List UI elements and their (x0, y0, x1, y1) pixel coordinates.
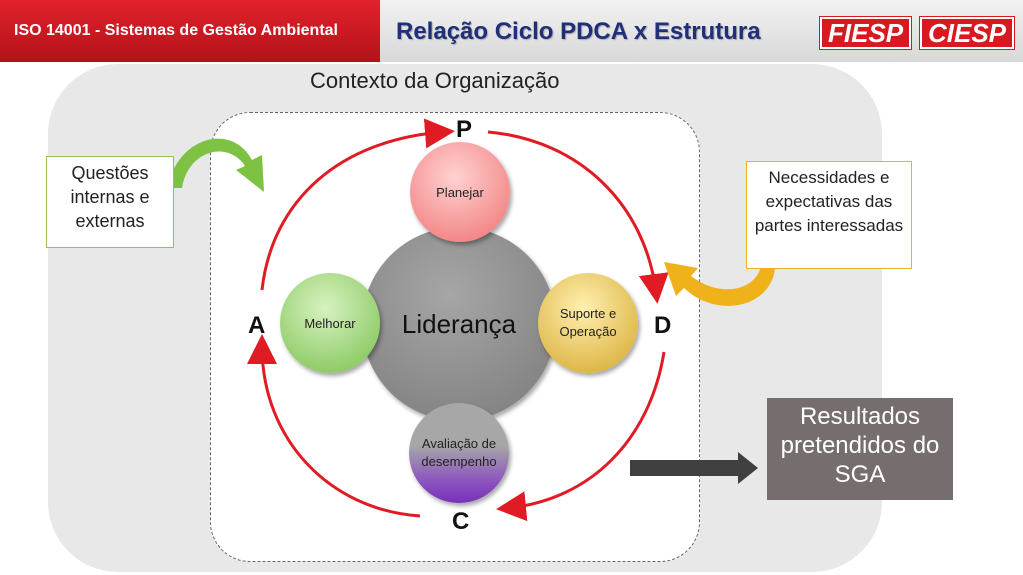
arrow-p-to-d (487, 130, 669, 304)
header-red-band: ISO 14001 - Sistemas de Gestão Ambiental (0, 0, 380, 62)
arrow-c-to-a (247, 334, 421, 518)
slide-title: Relação Ciclo PDCA x Estrutura (396, 18, 761, 45)
intended-results-box: Resultados pretendidos do SGA (767, 398, 953, 500)
arrow-a-to-p (260, 118, 455, 291)
arrow-d-to-c (496, 351, 666, 522)
internal-external-issues-box: Questões internas e externas (46, 156, 174, 248)
result-arrow (630, 452, 758, 484)
letter-c: C (452, 508, 470, 535)
green-curved-arrow (168, 138, 264, 192)
header-bar: ISO 14001 - Sistemas de Gestão Ambiental… (0, 0, 1023, 62)
leadership-circle: Liderança (362, 227, 556, 421)
header-left-title: ISO 14001 - Sistemas de Gestão Ambiental (14, 22, 338, 39)
interested-parties-box: Necessidades e expectativas das partes i… (746, 161, 912, 269)
fiesp-logo: FIESP (820, 17, 912, 49)
letter-a: A (248, 312, 266, 339)
performance-evaluation-circle: Avaliação de desempenho (409, 403, 509, 503)
plan-circle: Planejar (410, 142, 510, 242)
context-label: Contexto da Organização (310, 68, 560, 93)
improve-circle: Melhorar (280, 273, 380, 373)
letter-p: P (456, 116, 473, 143)
gold-curved-arrow (664, 258, 776, 306)
letter-d: D (654, 312, 672, 339)
ciesp-logo: CIESP (920, 17, 1015, 49)
support-operation-circle: Suporte e Operação (538, 273, 638, 373)
